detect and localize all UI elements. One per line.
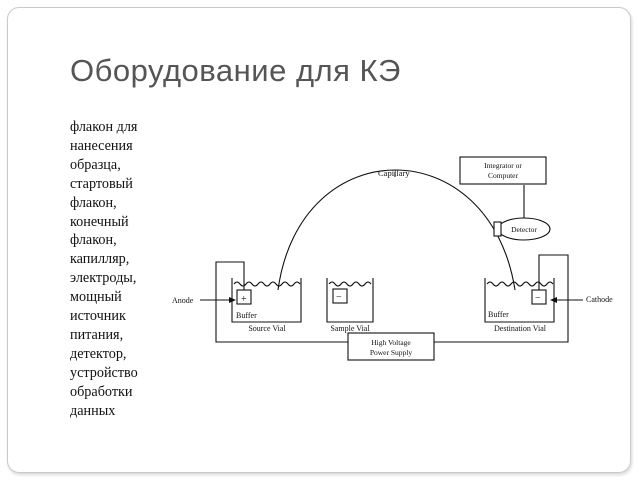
integrator-label-2: Computer [488, 171, 518, 180]
integrator-box [459, 156, 547, 185]
dest-minus-sign: − [535, 293, 541, 304]
power-supply-label-1: High Voltage [371, 338, 411, 347]
power-supply-label-2: Power Supply [370, 348, 413, 357]
buffer-label-right: Buffer [488, 310, 509, 319]
sample-vial-label: Sample Vial [330, 324, 370, 333]
buffer-wave-source [233, 281, 301, 287]
slide-frame [7, 7, 631, 473]
buffer-label-left: Buffer [236, 311, 257, 320]
buffer-wave-destination [486, 281, 554, 287]
detector-window [493, 221, 502, 237]
detector-label: Detector [511, 225, 537, 234]
power-supply-box [347, 332, 435, 361]
sample-vial [326, 278, 374, 323]
sample-electrode [332, 288, 348, 304]
plus-sign: + [241, 294, 247, 305]
cathode-arrow-head [550, 297, 557, 303]
cathode-label: Cathode [586, 295, 613, 304]
buffer-wave-sample [328, 281, 372, 287]
capillary-label: Capillary [378, 168, 410, 178]
anode-label: Anode [172, 296, 194, 305]
cathode-wire [434, 254, 569, 343]
integrator-label-1: Integrator or [484, 161, 522, 170]
destination-vial-label: Destination Vial [494, 324, 547, 333]
anode-wire [215, 261, 348, 343]
anode-arrow-head [229, 297, 236, 303]
sample-minus-sign: − [336, 292, 342, 303]
slide-title: Оборудование для КЭ [70, 53, 401, 88]
equipment-list-text: флакон для нанесения образца, стартовый … [70, 119, 138, 419]
source-vial-label: Source Vial [248, 324, 286, 333]
capillary-tube [277, 169, 516, 291]
